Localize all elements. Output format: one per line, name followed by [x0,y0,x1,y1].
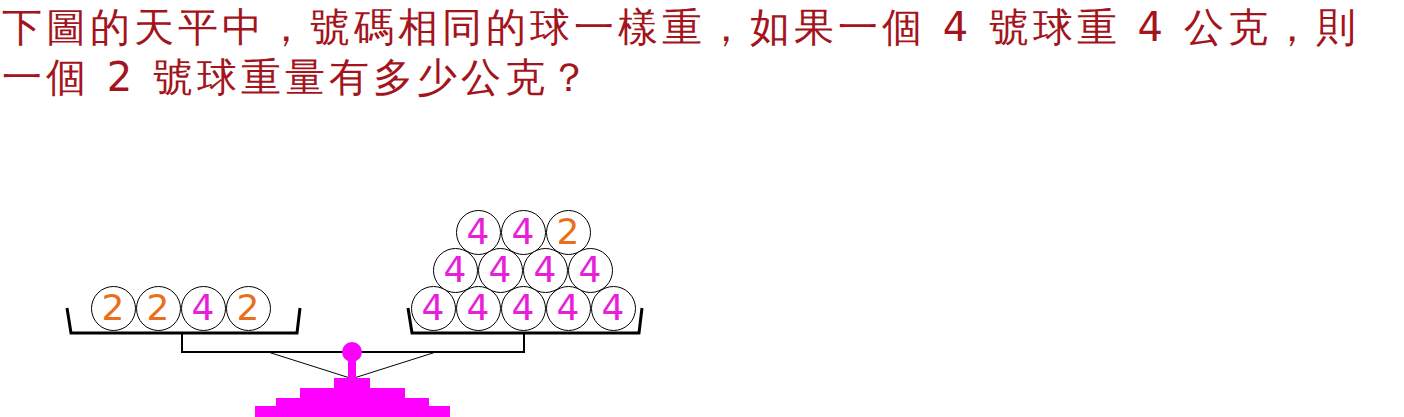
ball-circle [591,286,635,330]
ball-circle [456,210,500,254]
ball-number: 4 [489,252,512,288]
ball-number: 2 [102,290,125,326]
ball-number: 4 [602,290,625,326]
support-line [354,352,436,378]
ball-circle [456,286,500,330]
numbered-ball: 4 [181,286,226,331]
numbered-ball: 4 [478,248,523,293]
numbered-ball: 4 [456,286,501,331]
ball-circle [91,286,135,330]
numbered-ball: 4 [411,286,456,331]
base-step [255,406,450,417]
ball-circle [136,286,180,330]
numbered-ball: 4 [501,210,546,255]
ball-circle [411,286,455,330]
ball-circle [181,286,225,330]
ball-number: 4 [192,290,215,326]
ball-number: 2 [557,214,580,250]
question-text: 下圖的天平中，號碼相同的球一樣重，如果一個 4 號球重 4 公克，則一個 2 號… [2,2,1400,102]
ball-number: 4 [534,252,557,288]
numbered-ball: 2 [226,286,271,331]
ball-number: 4 [512,214,535,250]
ball-number: 4 [512,290,535,326]
numbered-ball: 4 [433,248,478,293]
numbered-ball: 4 [546,286,591,331]
ball-circle [546,210,590,254]
ball-circle [523,248,567,292]
ball-circle [568,248,612,292]
ball-number: 2 [237,290,260,326]
ball-circle [501,286,545,330]
numbered-ball: 4 [523,248,568,293]
ball-circle [226,286,270,330]
ball-number: 2 [147,290,170,326]
numbered-ball: 2 [136,286,181,331]
ball-number: 4 [579,252,602,288]
numbered-ball: 4 [568,248,613,293]
ball-number: 4 [467,214,490,250]
numbered-ball: 4 [456,210,501,255]
ball-number: 4 [422,290,445,326]
ball-number: 4 [467,290,490,326]
ball-circle [478,248,522,292]
pivot [342,342,362,362]
ball-number: 4 [557,290,580,326]
numbered-ball: 4 [591,286,636,331]
ball-number: 4 [444,252,467,288]
numbered-ball: 4 [501,286,546,331]
ball-circle [501,210,545,254]
ball-circle [546,286,590,330]
numbered-ball: 2 [91,286,136,331]
ball-circle [433,248,477,292]
support-line [268,352,350,378]
numbered-ball: 2 [546,210,591,255]
